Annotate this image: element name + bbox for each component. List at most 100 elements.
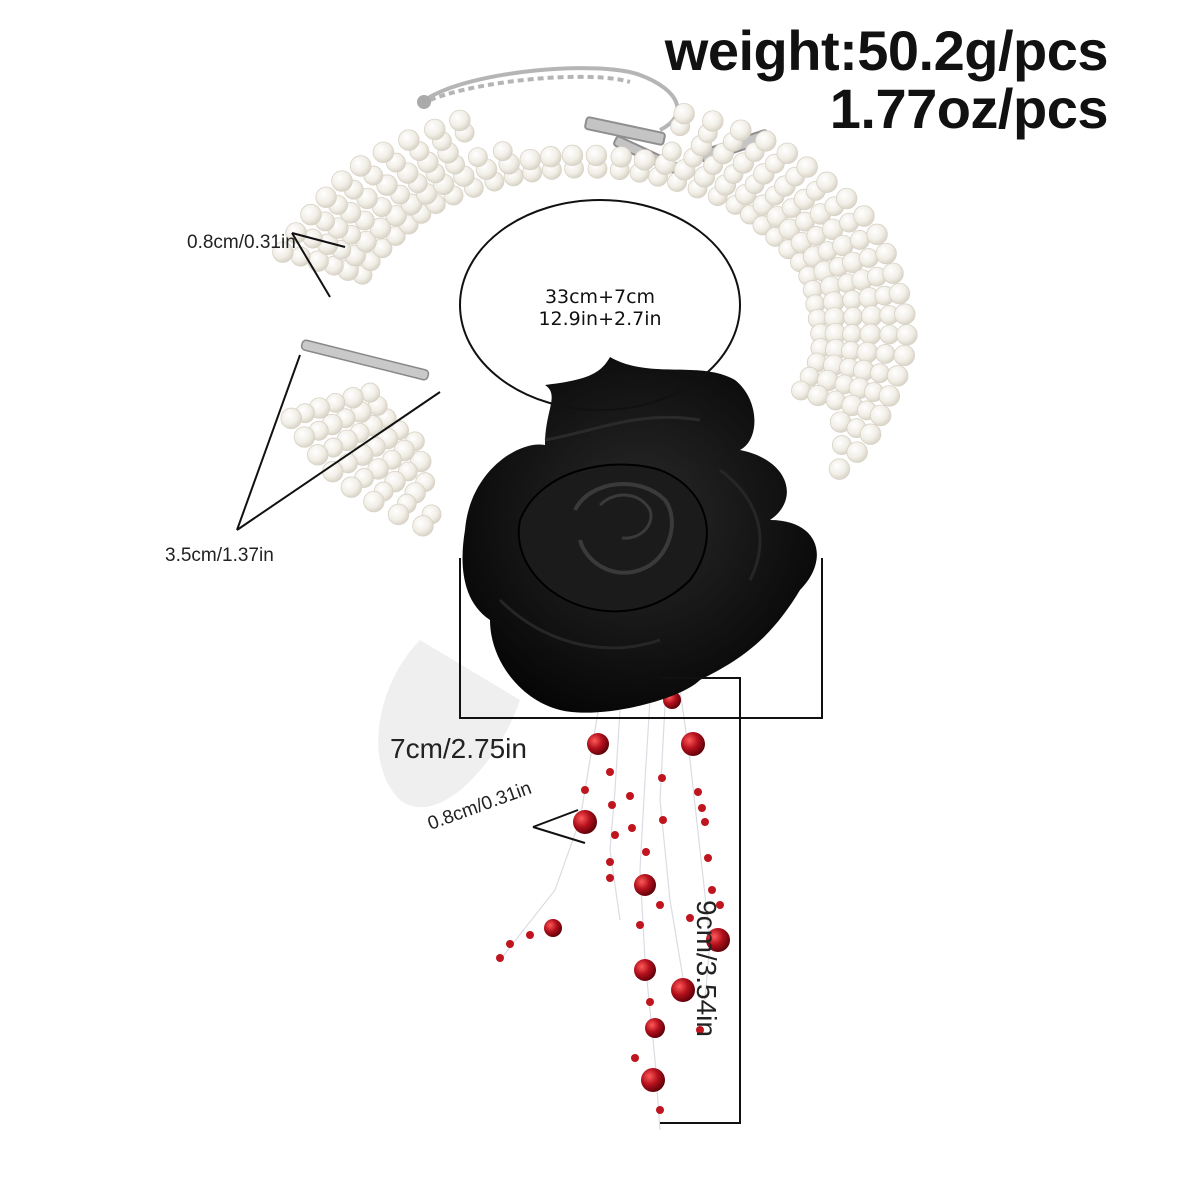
- red-bead: [694, 788, 702, 796]
- pearl: [869, 363, 890, 384]
- pearl: [755, 130, 777, 152]
- pearl-strands: [272, 102, 918, 537]
- pearl: [467, 147, 488, 168]
- pearl: [449, 109, 471, 132]
- pearl: [856, 341, 878, 364]
- red-bead: [686, 914, 694, 922]
- spacer-bar: [300, 339, 430, 381]
- red-bead: [701, 818, 709, 826]
- red-bead: [506, 940, 514, 948]
- red-bead: [606, 768, 614, 776]
- measurement-lines: [236, 199, 823, 1124]
- red-bead: [641, 1068, 665, 1092]
- pearl: [816, 171, 838, 193]
- necklace-length-label: 33cm+7cm 12.9in+2.7in: [460, 286, 740, 330]
- pearl: [730, 119, 752, 141]
- pearl: [843, 306, 863, 327]
- pearl: [875, 344, 896, 364]
- red-bead: [658, 774, 666, 782]
- pearl: [331, 170, 353, 192]
- red-bead: [704, 854, 712, 862]
- shadow: [378, 640, 520, 808]
- red-bead: [581, 786, 589, 794]
- pearl: [882, 262, 904, 284]
- pearl: [673, 102, 695, 125]
- pearl: [350, 155, 372, 177]
- weight-ounces: 1.77oz/pcs: [829, 77, 1109, 140]
- pearl: [340, 476, 363, 498]
- pearl: [372, 141, 395, 164]
- pearl: [492, 141, 513, 162]
- pearl: [858, 248, 879, 268]
- pearl: [859, 423, 882, 445]
- red-bead: [626, 792, 634, 800]
- red-bead: [628, 824, 636, 832]
- pearl: [342, 387, 364, 409]
- pearl: [661, 141, 682, 162]
- band-width-label: 3.5cm/1.37in: [165, 545, 274, 566]
- pearl: [869, 404, 892, 427]
- pearl: [893, 344, 915, 367]
- red-bead: [696, 1026, 704, 1034]
- pearl: [412, 515, 434, 537]
- red-bead: [708, 886, 716, 894]
- red-bead: [611, 831, 619, 839]
- red-bead: [636, 921, 644, 929]
- red-bead: [573, 810, 597, 834]
- bead-tassels: [496, 689, 730, 1131]
- pearl: [875, 242, 897, 265]
- pearl: [610, 146, 632, 168]
- pearl: [424, 118, 446, 141]
- red-bead: [681, 732, 705, 756]
- red-bead: [606, 874, 614, 882]
- pearl: [835, 187, 858, 210]
- red-bead: [698, 804, 706, 812]
- pearl: [894, 303, 916, 325]
- pearl: [866, 223, 888, 246]
- pearl: [828, 458, 851, 480]
- pearl: [280, 407, 302, 430]
- pearl: [878, 385, 901, 407]
- red-bead: [634, 874, 656, 896]
- length-metric: 33cm+7cm: [544, 286, 656, 308]
- red-bead: [587, 733, 609, 755]
- pearl: [561, 144, 584, 167]
- red-bead: [544, 919, 562, 937]
- black-rose: [462, 357, 817, 713]
- red-bead: [634, 959, 656, 981]
- red-bead: [608, 801, 616, 809]
- pearl: [702, 110, 724, 132]
- pearl: [859, 323, 882, 345]
- tassel-thread: [659, 704, 686, 991]
- tassel-thread: [609, 709, 621, 921]
- pearl: [853, 205, 875, 227]
- red-bead: [631, 1054, 639, 1062]
- red-bead: [706, 928, 730, 952]
- red-bead: [656, 901, 664, 909]
- red-bead: [656, 1106, 664, 1114]
- pearl: [315, 186, 337, 208]
- tassel-thread: [639, 699, 661, 1131]
- pearl: [307, 444, 329, 466]
- weight-label: weight:50.2g/pcs 1.77oz/pcs: [664, 19, 1109, 140]
- chain-end: [417, 95, 431, 109]
- pearl: [888, 282, 911, 305]
- pearl: [293, 426, 316, 448]
- pearl: [585, 144, 608, 167]
- flower-width-label: 7cm/2.75in: [390, 733, 527, 764]
- pearl: [887, 365, 909, 387]
- red-bead: [646, 998, 654, 1006]
- weight-grams: weight:50.2g/pcs: [664, 19, 1109, 82]
- pearl: [846, 441, 868, 463]
- red-bead: [671, 978, 695, 1002]
- tassel-length-label: 9cm/3.54in: [691, 900, 722, 1037]
- pearl: [540, 146, 562, 168]
- pearl-size-label: 0.8cm/0.31in: [187, 232, 296, 253]
- pearl: [387, 503, 410, 526]
- pearl: [861, 305, 883, 327]
- red-bead: [642, 848, 650, 856]
- pearl: [633, 149, 656, 171]
- red-bead: [645, 1018, 665, 1038]
